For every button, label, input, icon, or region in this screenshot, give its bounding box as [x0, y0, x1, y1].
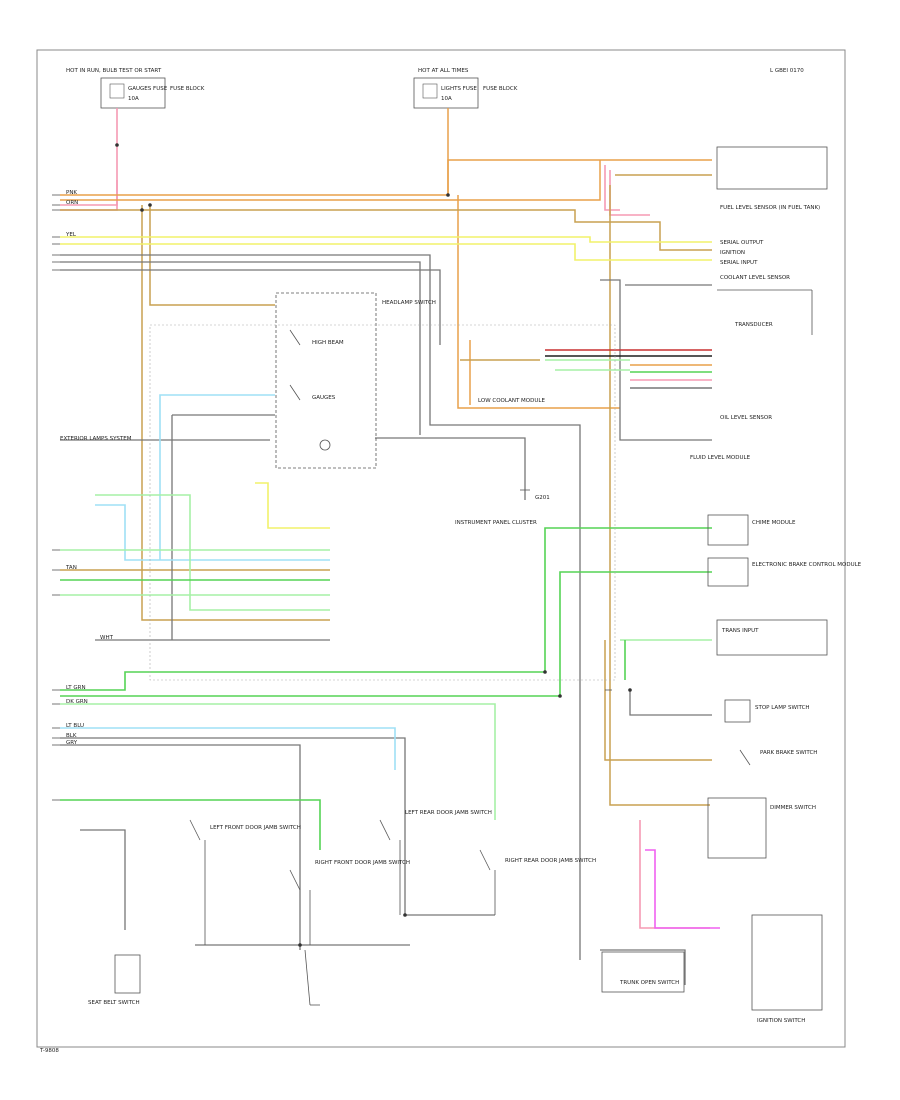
trans-input-box [716, 619, 828, 656]
coolant-level-label: COOLANT LEVEL SENSOR [720, 275, 790, 281]
wire-ltgreen [60, 359, 712, 820]
corner-code: L GBEI 0170 [770, 68, 804, 74]
right-front-door-label: RIGHT FRONT DOOR JAMB SWITCH [315, 860, 411, 866]
wire-magenta [645, 849, 720, 929]
ground-label: G201 [535, 495, 550, 501]
transducer-label: TRANSDUCER [735, 322, 773, 328]
mid-fuse-heading: HOT AT ALL TIMES [418, 68, 469, 74]
wire-ltblue [60, 394, 396, 770]
ignition-label: IGNITION [720, 250, 746, 256]
right-rear-door-label: RIGHT REAR DOOR JAMB SWITCH [505, 858, 597, 864]
seat-belt-box [114, 954, 141, 994]
chime-module-box [707, 514, 749, 546]
left-front-door-label: LEFT FRONT DOOR JAMB SWITCH [210, 825, 301, 831]
headlamp-switch-label: HEADLAMP SWITCH [382, 300, 436, 306]
footer-code: T-9808 [40, 1048, 59, 1054]
tag-black: BLK [66, 733, 77, 739]
tag-yellow: YEL [66, 232, 76, 238]
tag-ltblue: LT BLU [66, 723, 85, 729]
door-switch-symbols [189, 749, 751, 1006]
wire-orange [60, 108, 712, 409]
tag-ltgreen: LT GRN [66, 685, 86, 691]
serial-input-label: SERIAL INPUT [720, 260, 758, 266]
trans-input-label: TRANS INPUT [722, 628, 759, 634]
diagram-frame [36, 49, 846, 1048]
ground-symbols [310, 489, 612, 1006]
headlamp-switch-box [275, 292, 377, 469]
high-beam-label: HIGH BEAM [312, 340, 344, 346]
ignition-switch-box [751, 914, 823, 1011]
left-fuse-note: FUSE BLOCK [170, 86, 205, 92]
trunk-switch-box [601, 951, 685, 993]
wire-yellow [60, 236, 712, 529]
left-fuse-amp: 10A [128, 96, 139, 102]
wire-green [60, 527, 712, 850]
cluster-box [149, 324, 616, 681]
fuel-level-sensor-label: FUEL LEVEL SENSOR (IN FUEL TANK) [720, 205, 821, 211]
seat-belt-label: SEAT BELT SWITCH [88, 1000, 140, 1006]
serial-output-label: SERIAL OUTPUT [720, 240, 764, 246]
tag-white: WHT [100, 635, 113, 641]
left-fuse-name: GAUGES FUSE [128, 86, 168, 92]
tag-green: DK GRN [66, 699, 88, 705]
electronic-brake-label: ELECTRONIC BRAKE CONTROL MODULE [752, 562, 862, 568]
stop-lamp-label: STOP LAMP SWITCH [755, 705, 810, 711]
low-coolant-module-label: LOW COOLANT MODULE [478, 398, 545, 404]
oil-level-label: OIL LEVEL SENSOR [720, 415, 773, 421]
dimmer-box [707, 797, 767, 859]
mid-fuse-amp: 10A [441, 96, 452, 102]
tag-tan: TAN [66, 565, 77, 571]
tag-orange: ORN [66, 200, 79, 206]
left-rear-door-label: LEFT REAR DOOR JAMB SWITCH [405, 810, 492, 816]
fluid-level-module-label: FLUID LEVEL MODULE [690, 455, 751, 461]
electronic-brake-box [707, 557, 749, 587]
trunk-switch-label: TRUNK OPEN SWITCH [620, 980, 680, 986]
left-fuse-heading: HOT IN RUN, BULB TEST OR START [66, 68, 162, 74]
mid-fuse-name: LIGHTS FUSE [441, 86, 477, 92]
wire-tan [60, 174, 712, 806]
park-brake-label: PARK BRAKE SWITCH [760, 750, 818, 756]
tag-pink: PNK [66, 190, 78, 196]
dimmer-label: DIMMER SWITCH [770, 805, 816, 811]
stop-lamp-box [724, 699, 751, 723]
exterior-lamps-label: EXTERIOR LAMPS SYSTEM [60, 436, 132, 442]
right-connector-top [716, 146, 828, 335]
tag-gray: GRY [66, 740, 78, 746]
splice-dots [115, 143, 632, 947]
fuse-box-left [100, 77, 166, 109]
chime-module-label: CHIME MODULE [752, 520, 796, 526]
fuse-box-mid [413, 77, 479, 109]
mid-fuse-note: FUSE BLOCK [483, 86, 518, 92]
wire-bundle-upper-right [545, 349, 712, 389]
ignition-switch-label: IGNITION SWITCH [757, 1018, 806, 1024]
instrument-cluster-label: INSTRUMENT PANEL CLUSTER [455, 520, 537, 526]
left-terminal-ticks [52, 194, 60, 801]
gauges-label: GAUGES [312, 395, 336, 401]
